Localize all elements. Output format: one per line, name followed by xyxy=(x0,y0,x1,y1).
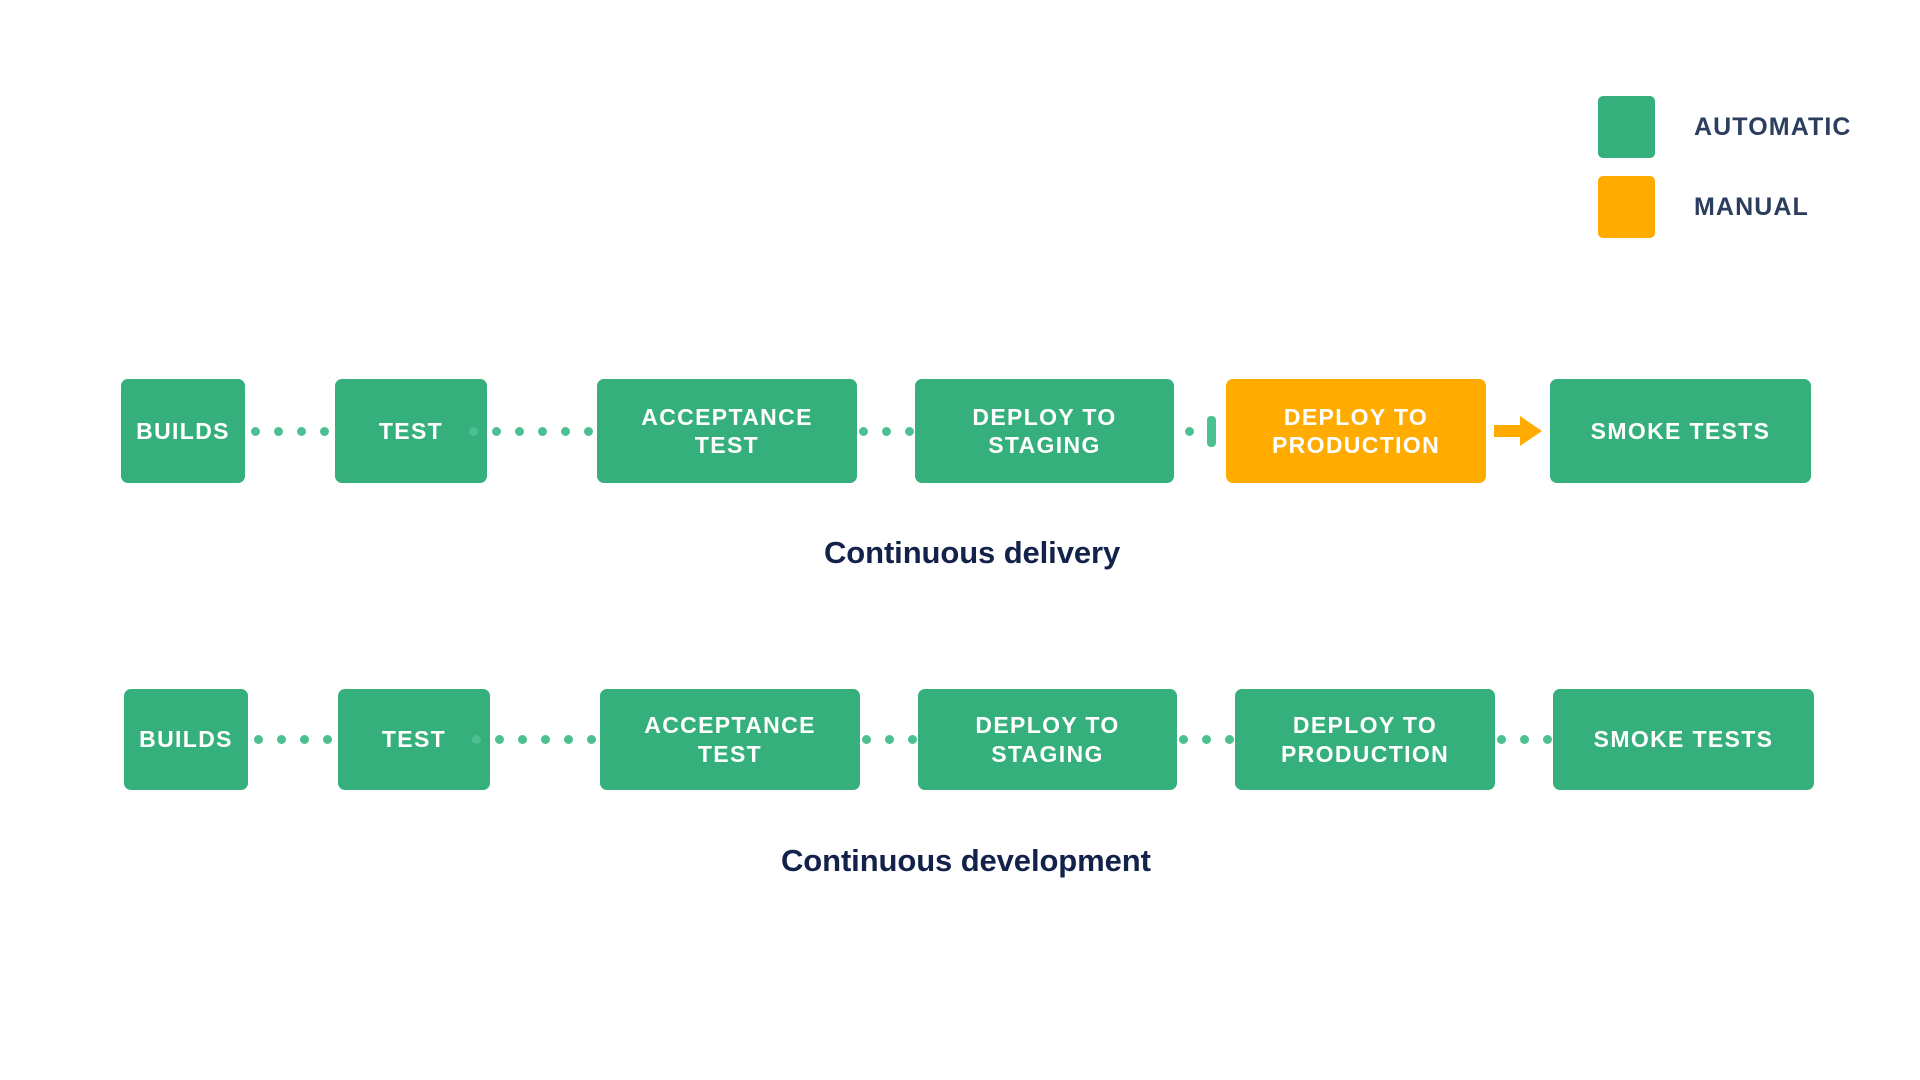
pipeline-node-label: TEST xyxy=(378,417,444,444)
dotted-connector xyxy=(245,426,335,436)
connector-dot xyxy=(560,426,570,436)
connector-dot xyxy=(1184,426,1194,436)
dotted-connector xyxy=(471,735,619,745)
pipeline-node[interactable]: DEPLOY TO STAGING xyxy=(918,689,1177,790)
connector-dot xyxy=(540,735,550,744)
connector-dot xyxy=(274,426,283,436)
connector-dot xyxy=(586,735,596,744)
caption-continuous-delivery: Continuous delivery xyxy=(824,535,1121,570)
pipeline-node[interactable]: ACCEPTANCE TEST xyxy=(600,689,860,790)
dotted-connector xyxy=(468,426,616,436)
dotted-connector xyxy=(1495,735,1553,745)
caption-continuous-development: Continuous development xyxy=(781,843,1151,878)
pipeline-continuous-delivery: BUILDS TEST ACCEPTANCE TEST DEPLOY TO STAGI… xyxy=(121,379,1811,483)
connector-dot xyxy=(491,426,501,436)
connector-dot xyxy=(1178,735,1188,744)
connector-dot xyxy=(904,426,914,436)
pipeline-node-label: ACCEPTANCE TEST xyxy=(641,403,813,458)
dotted-connector xyxy=(857,426,915,436)
pipeline-node-label: DEPLOY TO STAGING xyxy=(975,712,1120,767)
pipeline-node-label: BUILDS xyxy=(136,417,230,444)
connector-dot xyxy=(494,735,504,744)
connector-dot xyxy=(517,735,527,744)
connector-dot xyxy=(537,426,547,436)
pipeline-node[interactable]: BUILDS xyxy=(124,689,248,790)
connector-dot xyxy=(297,426,306,436)
pipeline-node[interactable]: DEPLOY TO STAGING xyxy=(915,379,1174,483)
connector-dot xyxy=(320,426,329,436)
connector-dot xyxy=(884,735,894,744)
connector-dot xyxy=(251,426,260,436)
pipeline-node-label: DEPLOY TO PRODUCTION xyxy=(1271,403,1441,458)
connector-dot xyxy=(1201,735,1211,744)
pipeline-node[interactable]: TEST xyxy=(338,689,490,790)
connector-dot xyxy=(323,735,332,744)
pipeline-node-label: TEST xyxy=(381,726,447,753)
pipeline-node-label: SMOKE TESTS xyxy=(1590,417,1771,444)
legend-item-manual: MANUAL xyxy=(1598,176,1852,238)
connector-dot xyxy=(1542,735,1552,744)
legend-item-automatic: AUTOMATIC xyxy=(1598,96,1852,158)
connector-dot xyxy=(907,735,917,744)
pipeline-node[interactable]: SMOKE TESTS xyxy=(1550,379,1811,483)
pipeline-node-label: DEPLOY TO STAGING xyxy=(972,403,1117,458)
connector-dot xyxy=(471,735,481,744)
pipeline-continuous-development: BUILDS TEST ACCEPTANCE TEST DEPLOY TO STAGI… xyxy=(124,689,1814,790)
connector-dot xyxy=(563,735,573,744)
pipeline-node[interactable]: TEST xyxy=(335,379,487,483)
automatic-swatch xyxy=(1598,96,1655,158)
dotted-connector xyxy=(248,735,338,745)
pipeline-node[interactable]: BUILDS xyxy=(121,379,245,483)
dotted-connector xyxy=(1177,735,1235,745)
arrow-connector xyxy=(1486,416,1550,446)
legend: AUTOMATIC MANUAL xyxy=(1598,96,1852,256)
connector-dot xyxy=(277,735,286,744)
pipeline-node-label: SMOKE TESTS xyxy=(1593,726,1774,753)
arrow-head-icon xyxy=(1520,416,1542,446)
arrow-shaft-icon xyxy=(1494,425,1520,437)
gate-connector xyxy=(1174,415,1226,447)
legend-label-manual: MANUAL xyxy=(1694,192,1809,221)
pipeline-node-label: BUILDS xyxy=(139,726,233,753)
connector-dot xyxy=(1519,735,1529,744)
connector-dot xyxy=(861,735,871,744)
connector-dot xyxy=(468,426,478,436)
connector-dot xyxy=(514,426,524,436)
connector-dot xyxy=(1224,735,1234,744)
pipeline-node[interactable]: DEPLOY TO PRODUCTION xyxy=(1226,379,1486,483)
dotted-connector xyxy=(860,735,918,745)
connector-dot xyxy=(300,735,309,744)
connector-dot xyxy=(1496,735,1506,744)
connector-dot xyxy=(881,426,891,436)
pipeline-node-label: ACCEPTANCE TEST xyxy=(644,712,816,767)
connector-dot xyxy=(583,426,593,436)
pipeline-node[interactable]: SMOKE TESTS xyxy=(1553,689,1814,790)
gate-bar-icon xyxy=(1206,415,1216,447)
pipeline-node[interactable]: ACCEPTANCE TEST xyxy=(597,379,857,483)
pipeline-node[interactable]: DEPLOY TO PRODUCTION xyxy=(1235,689,1495,790)
connector-dot xyxy=(858,426,868,436)
pipeline-node-label: DEPLOY TO PRODUCTION xyxy=(1280,712,1450,767)
manual-swatch xyxy=(1598,176,1655,238)
legend-label-automatic: AUTOMATIC xyxy=(1694,112,1852,141)
connector-dot xyxy=(254,735,263,744)
